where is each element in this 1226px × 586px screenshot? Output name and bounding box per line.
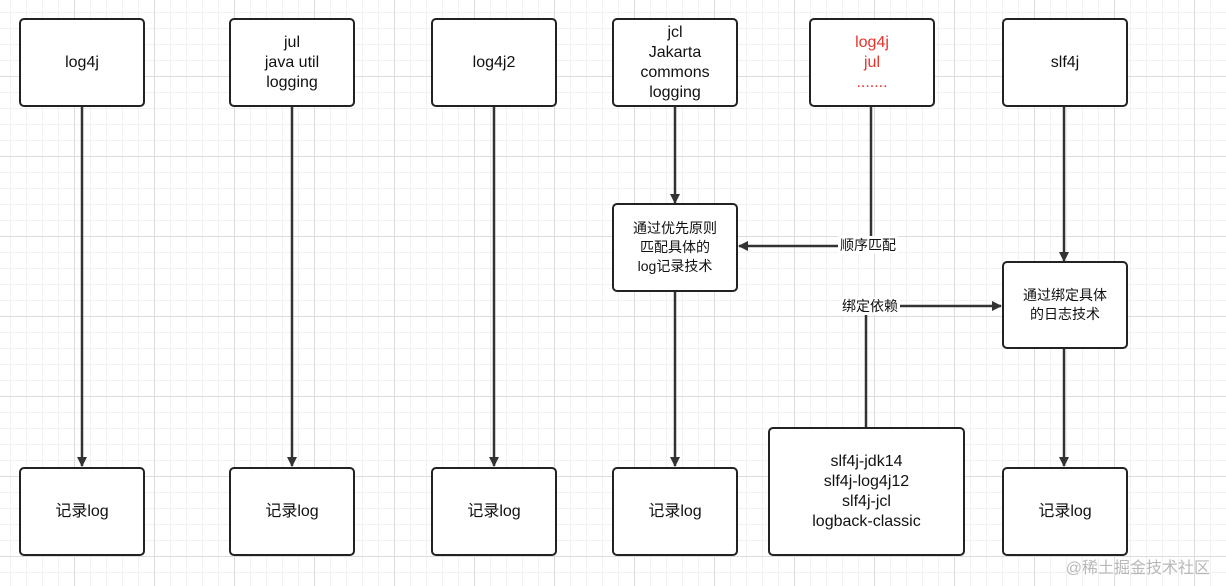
box-jul: jul java util logging: [229, 18, 355, 107]
box-record-log-4: 记录log: [612, 467, 738, 556]
box-jcl: jcl Jakarta commons logging: [612, 18, 738, 107]
box-slf4j-bindings-list: slf4j-jdk14 slf4j-log4j12 slf4j-jcl logb…: [768, 427, 965, 556]
box-record-log-5: 记录log: [1002, 467, 1128, 556]
watermark: @稀土掘金技术社区: [1065, 560, 1210, 577]
box-log4j2: log4j2: [431, 18, 557, 107]
box-record-log-3: 记录log: [431, 467, 557, 556]
box-log4j: log4j: [19, 18, 145, 107]
box-slf4j-binding: 通过绑定具体 的日志技术: [1002, 261, 1128, 349]
box-record-log-1: 记录log: [19, 467, 145, 556]
box-implementations: log4j jul .......: [809, 18, 935, 107]
label-bind-dependency: 绑定依赖: [840, 297, 900, 315]
box-record-log-2: 记录log: [229, 467, 355, 556]
box-jcl-priority-match: 通过优先原则 匹配具体的 log记录技术: [612, 203, 738, 292]
label-order-match: 顺序匹配: [838, 236, 898, 254]
box-slf4j: slf4j: [1002, 18, 1128, 107]
